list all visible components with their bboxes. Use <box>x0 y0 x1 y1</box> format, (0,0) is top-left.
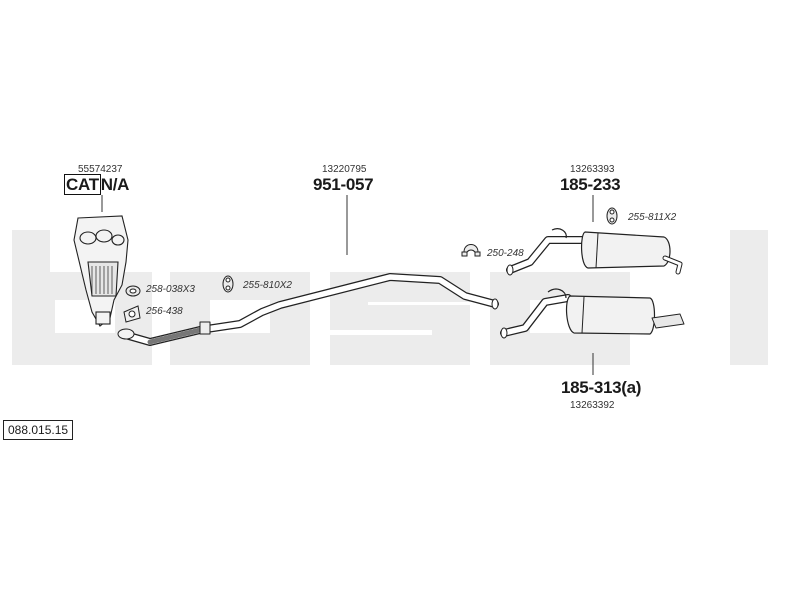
accessory-label: 255-810X2 <box>243 280 292 291</box>
diagram-reference-number: 088.015.15 <box>3 420 74 440</box>
gasket-icon <box>123 305 141 323</box>
rear-muffler-upper-icon <box>506 228 683 276</box>
rear-muffler-upper-part-number: 185-233 <box>560 175 621 194</box>
rear-muffler-lower-oe-number: 13263392 <box>570 400 615 411</box>
rear-muffler-upper-oe-number: 13263393 <box>570 164 615 175</box>
gasket-icon <box>125 285 141 297</box>
catalytic-converter-icon <box>73 215 129 327</box>
middle-pipe-oe-number: 13220795 <box>322 164 367 175</box>
accessory-label: 255-811X2 <box>628 212 677 223</box>
accessory-label: 258-038X3 <box>146 284 195 295</box>
catalyst-oe-number: 55574237 <box>78 164 123 175</box>
accessory-label: 250-248 <box>487 248 524 259</box>
rubber-hanger-icon <box>222 275 234 293</box>
clamp-icon <box>461 244 481 257</box>
rear-muffler-lower-part-number: 185-313(a) <box>561 378 642 397</box>
middle-pipe-icon <box>117 273 499 346</box>
middle-pipe-part-number: 951-057 <box>313 175 374 194</box>
rubber-hanger-icon <box>606 207 618 225</box>
rear-muffler-lower-icon <box>500 288 685 339</box>
accessory-label: 256-438 <box>146 306 183 317</box>
leader-lines <box>101 195 594 375</box>
cat-box: CAT <box>64 174 101 195</box>
catalyst-part-rest: N/A <box>100 175 130 194</box>
